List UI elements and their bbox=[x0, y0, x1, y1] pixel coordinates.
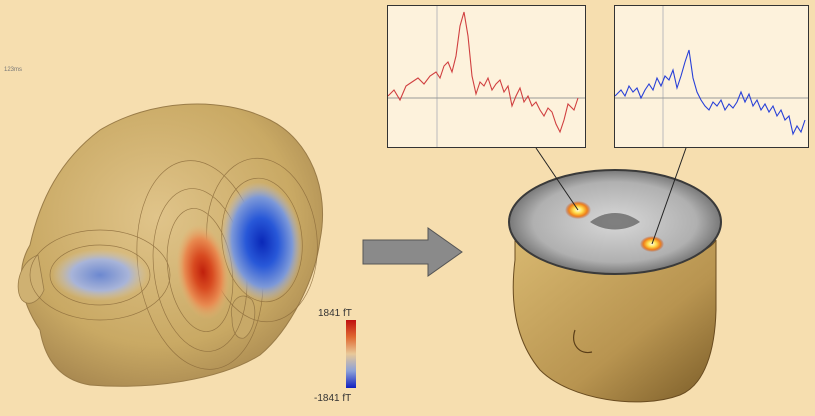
process-arrow bbox=[362, 227, 463, 277]
pale-blue-pole bbox=[52, 249, 148, 301]
waveform-left-trace bbox=[388, 11, 579, 134]
negative-pole bbox=[221, 182, 303, 302]
nose-detail bbox=[573, 329, 593, 354]
colorbar-max-label: 1841 fT bbox=[318, 308, 352, 319]
colorbar-min-label: -1841 fT bbox=[314, 393, 352, 404]
waveform-right-plot bbox=[615, 6, 808, 147]
waveform-right-trace bbox=[615, 49, 806, 136]
nose-shape bbox=[17, 254, 45, 304]
positive-pole bbox=[176, 224, 230, 320]
colorbar bbox=[346, 320, 356, 388]
mri-head-model bbox=[508, 169, 722, 403]
meg-head-model bbox=[17, 103, 324, 387]
connector-right bbox=[651, 147, 687, 245]
connector-left bbox=[535, 147, 579, 211]
waveform-left-plot bbox=[388, 6, 585, 147]
time-label: 123ms bbox=[4, 67, 23, 73]
ventricle-shape bbox=[590, 213, 640, 230]
waveform-panel-right bbox=[614, 5, 809, 148]
waveform-panel-left bbox=[387, 5, 586, 148]
